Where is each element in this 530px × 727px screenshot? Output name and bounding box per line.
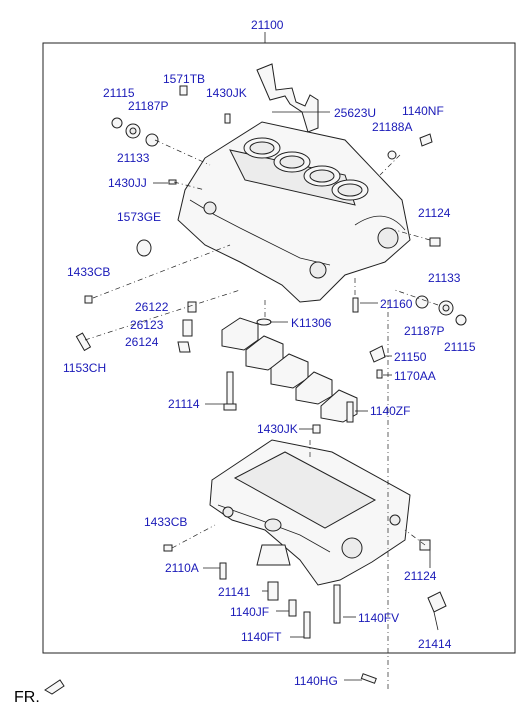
label-21114: 21114 bbox=[168, 397, 200, 411]
label-21133-b: 21133 bbox=[428, 271, 461, 285]
label-26123: 26123 bbox=[130, 318, 164, 332]
baffle-plate bbox=[256, 63, 319, 133]
small-parts bbox=[44, 85, 467, 695]
label-1140FV: 1140FV bbox=[358, 611, 399, 625]
label-21150: 21150 bbox=[394, 350, 427, 364]
label-21115-b: 21115 bbox=[444, 340, 476, 354]
label-1430JK-a: 1430JK bbox=[206, 86, 247, 100]
oil-strainer bbox=[256, 518, 291, 566]
label-1573GE: 1573GE bbox=[117, 210, 161, 224]
label-1571TB: 1571TB bbox=[163, 72, 205, 86]
label-1170AA: 1170AA bbox=[394, 369, 436, 383]
label-1140NF: 1140NF bbox=[402, 104, 444, 118]
reference-lines bbox=[84, 139, 439, 690]
label-25623U: 25623U bbox=[334, 106, 376, 120]
label-1140ZF: 1140ZF bbox=[370, 404, 410, 418]
label-21414: 21414 bbox=[418, 637, 452, 651]
label-21187P-b: 21187P bbox=[404, 324, 444, 338]
label-21133-a: 21133 bbox=[117, 151, 150, 165]
part-labels: 21100 21115 1571TB 1430JK 25623U 1140NF … bbox=[14, 18, 476, 706]
label-21115-a: 21115 bbox=[103, 86, 135, 100]
leader-lines bbox=[153, 111, 439, 681]
oil-pan bbox=[209, 439, 411, 586]
bearing-caps bbox=[221, 317, 358, 423]
diagram-frame bbox=[42, 42, 516, 654]
cylinder-block bbox=[177, 121, 411, 303]
label-26124: 26124 bbox=[125, 335, 159, 349]
label-21124-b: 21124 bbox=[404, 569, 437, 583]
label-1140HG: 1140HG bbox=[294, 674, 338, 688]
label-26122: 26122 bbox=[135, 300, 169, 314]
label-21188A: 21188A bbox=[372, 120, 412, 134]
label-21187P-a: 21187P bbox=[128, 99, 168, 113]
label-21124-a: 21124 bbox=[418, 206, 451, 220]
label-21160: 21160 bbox=[380, 297, 413, 311]
label-1140JF: 1140JF bbox=[230, 605, 269, 619]
label-1433CB-b: 1433CB bbox=[144, 515, 187, 529]
label-K11306: K11306 bbox=[291, 316, 332, 330]
front-direction-label: FR. bbox=[14, 689, 40, 706]
label-2110A: 2110A bbox=[165, 561, 199, 575]
label-1140FT: 1140FT bbox=[241, 630, 282, 644]
label-1430JK-b: 1430JK bbox=[257, 422, 298, 436]
label-1433CB-a: 1433CB bbox=[67, 265, 110, 279]
label-1153CH: 1153CH bbox=[63, 361, 106, 375]
label-21100: 21100 bbox=[251, 18, 284, 32]
label-21141: 21141 bbox=[218, 585, 251, 599]
label-1430JJ: 1430JJ bbox=[108, 176, 147, 190]
